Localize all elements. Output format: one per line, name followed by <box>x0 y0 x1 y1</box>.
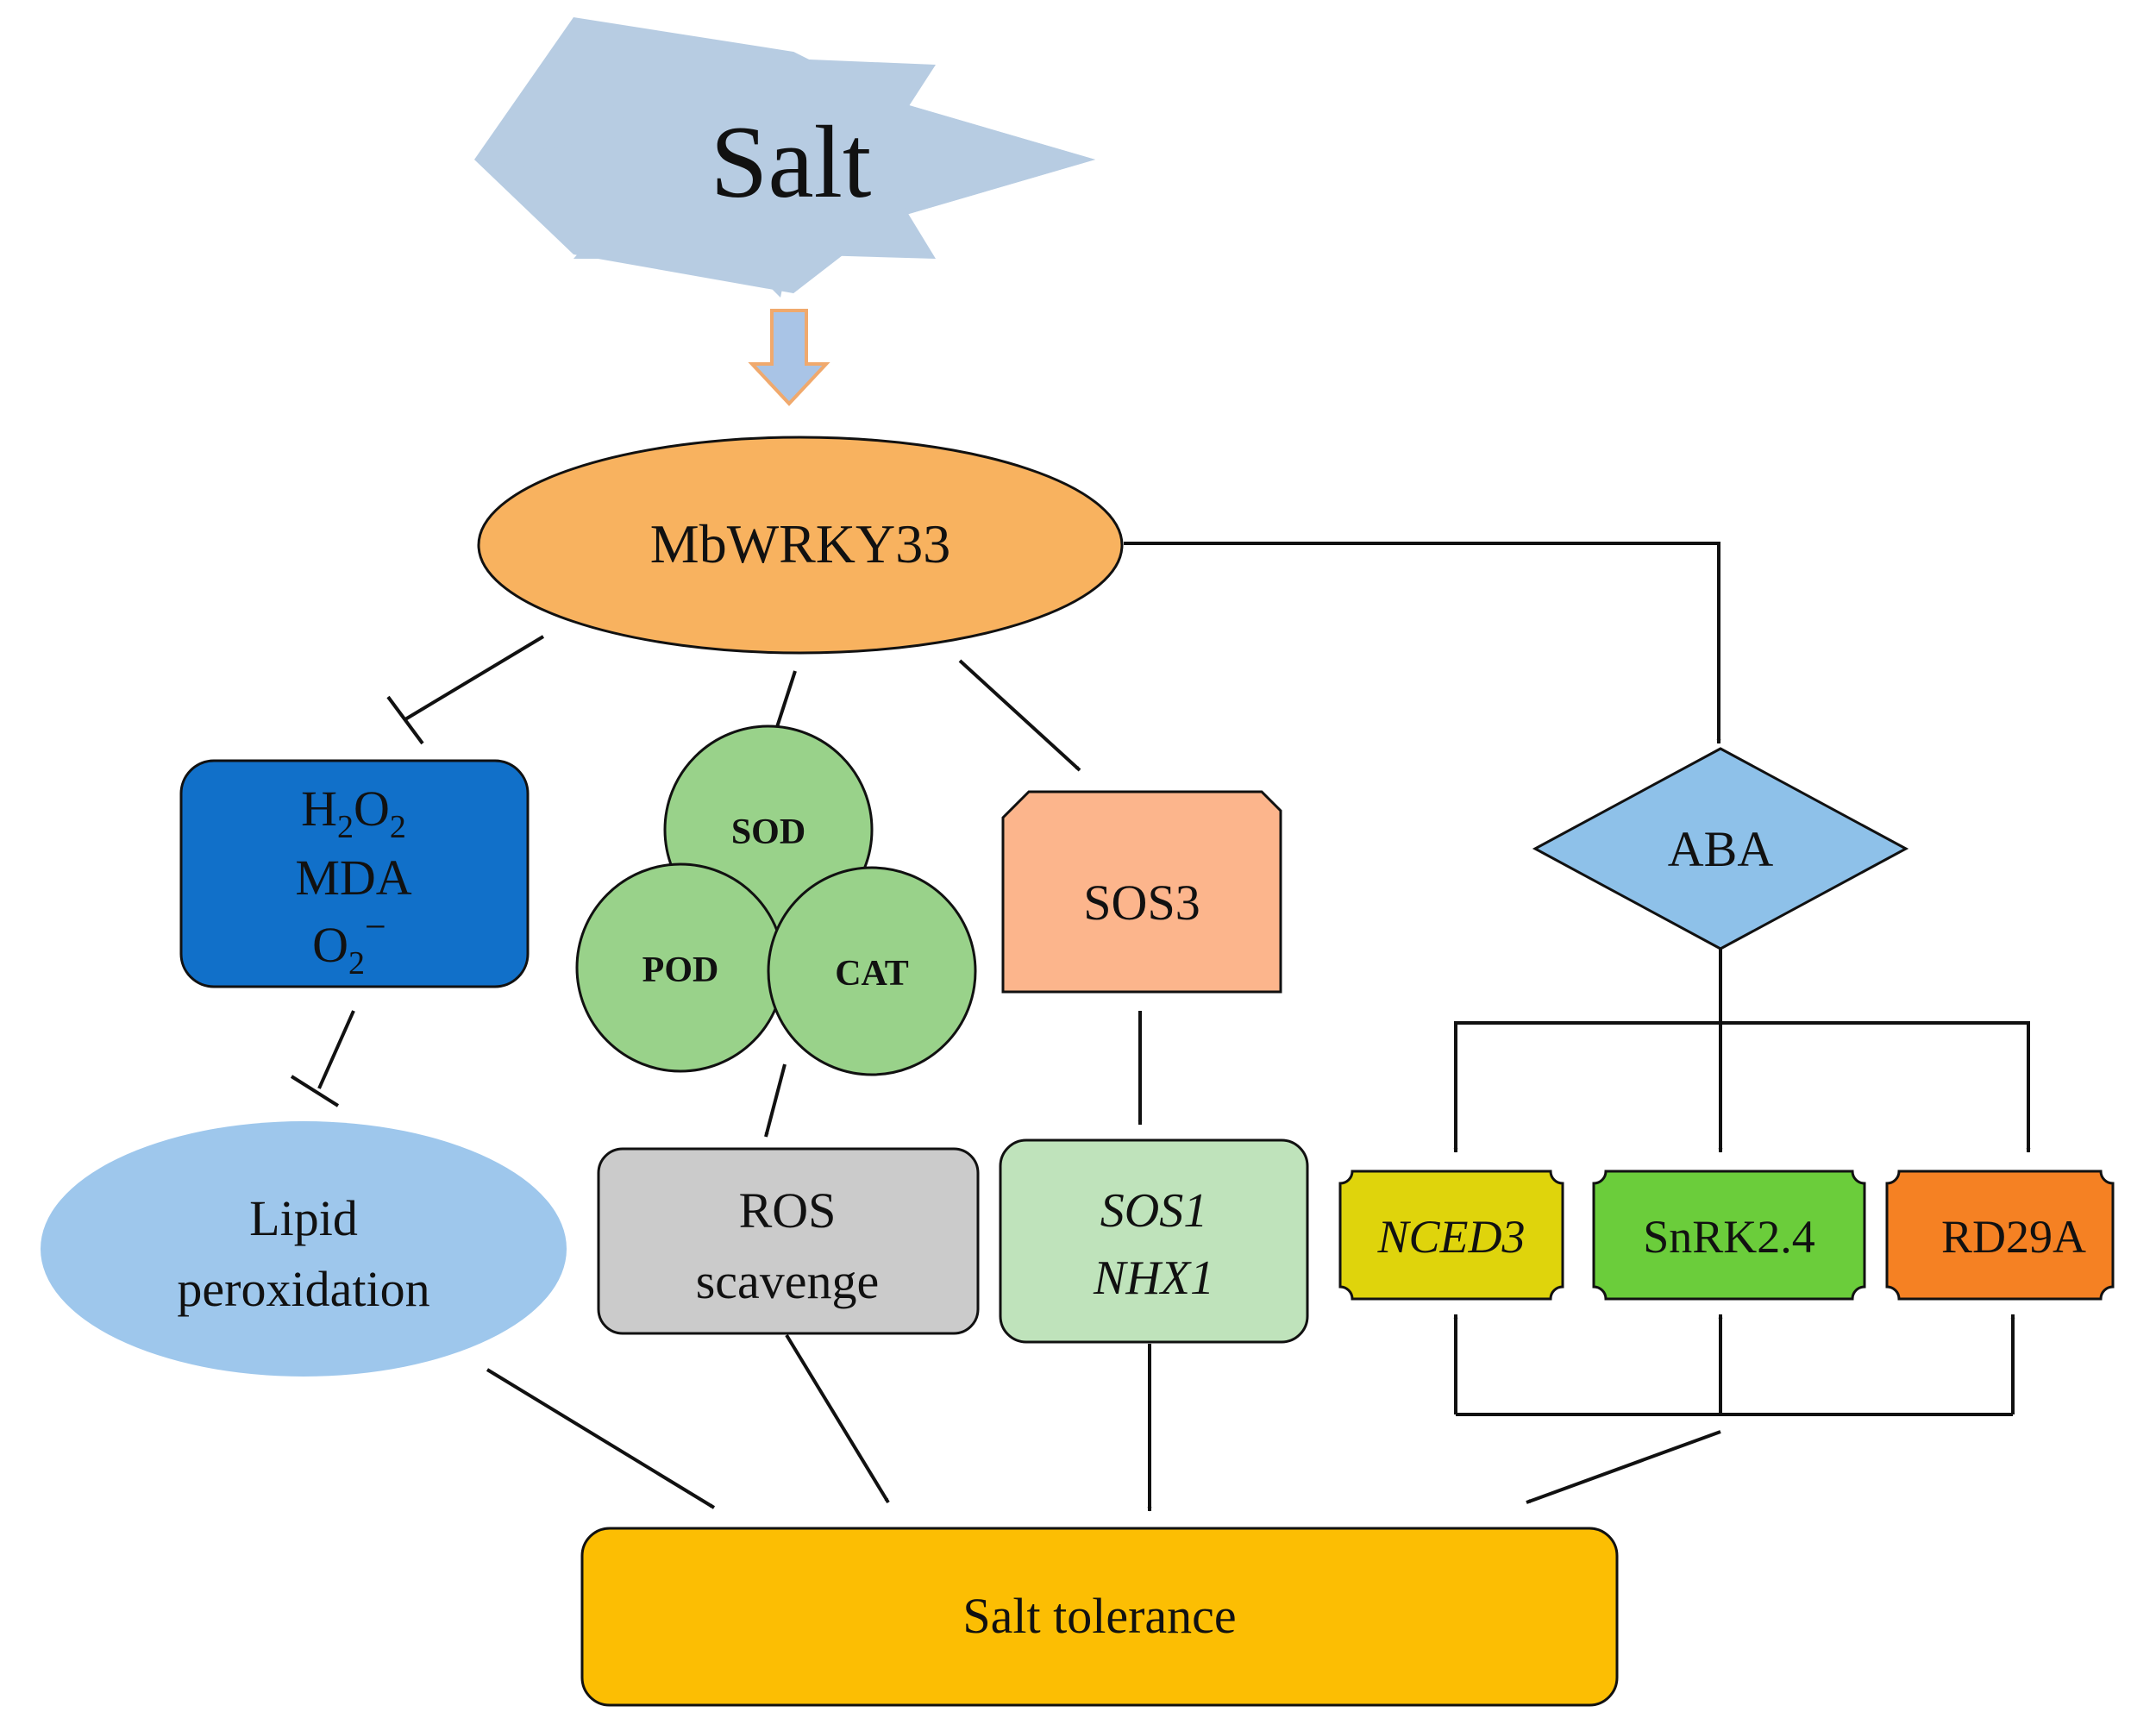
salt-label: Salt <box>711 104 872 219</box>
aba-label: ABA <box>1668 821 1774 877</box>
salt-stimulus-node: Salt <box>474 17 1095 298</box>
snrk24-label: SnRK2.4 <box>1643 1211 1815 1263</box>
cat-label: CAT <box>835 954 909 994</box>
gene-feedback-connectors <box>1453 1314 2015 1416</box>
aba-to-genes-connectors <box>1453 949 2031 1153</box>
lipid-label-line1: Lipid <box>249 1190 358 1246</box>
ros-inhibits-lipid-connector <box>290 1010 355 1107</box>
nhx1-label: NHX1 <box>1093 1251 1214 1305</box>
aba-node: ABA <box>1532 747 1909 950</box>
antioxidant-enzymes-node: SOD POD CAT <box>575 724 977 1076</box>
lipid-label-line2: peroxidation <box>177 1261 429 1317</box>
ros-scavenge-node: ROS scavenge <box>597 1147 980 1335</box>
sos1-nhx1-node: SOS1 NHX1 <box>999 1138 1309 1344</box>
sos3-node: SOS3 <box>1001 790 1282 994</box>
mbwrky33-label: MbWRKY33 <box>650 513 950 574</box>
nced3-node: NCED3 <box>1338 1170 1564 1301</box>
h2o2-label: H2O2 <box>301 781 406 845</box>
mbwrky33-node: MbWRKY33 <box>477 436 1124 655</box>
mda-label: MDA <box>295 850 411 906</box>
superoxide-label: O2− <box>312 906 386 982</box>
ros-scavenge-line1: ROS <box>739 1182 837 1239</box>
salt-to-regulator-arrow <box>748 309 830 406</box>
rd29a-label: RD29A <box>1941 1211 2086 1263</box>
to-tolerance-arrows <box>486 1333 1721 1512</box>
cat-circle <box>767 866 977 1076</box>
snrk24-node: SnRK2.4 <box>1592 1170 1866 1301</box>
ros-scavenge-line2: scavenge <box>696 1253 880 1309</box>
enzymes-to-scavenge-arrow <box>764 1063 787 1138</box>
salt-tolerance-node: Salt tolerance <box>580 1527 1619 1707</box>
sos1-label: SOS1 <box>1100 1184 1207 1238</box>
sod-label: SOD <box>731 812 805 852</box>
regulator-connectors <box>386 542 1721 772</box>
nced3-label: NCED3 <box>1376 1211 1525 1263</box>
ros-species-node: H2O2 MDA O2− <box>179 759 530 988</box>
lipid-peroxidation-node: Lipid peroxidation <box>41 1121 567 1377</box>
sos3-label: SOS3 <box>1083 875 1200 931</box>
pod-label: POD <box>642 950 719 990</box>
salt-tolerance-label: Salt tolerance <box>962 1588 1236 1644</box>
salt-star-shape-points <box>479 59 1095 298</box>
rd29a-node: RD29A <box>1885 1170 2115 1301</box>
